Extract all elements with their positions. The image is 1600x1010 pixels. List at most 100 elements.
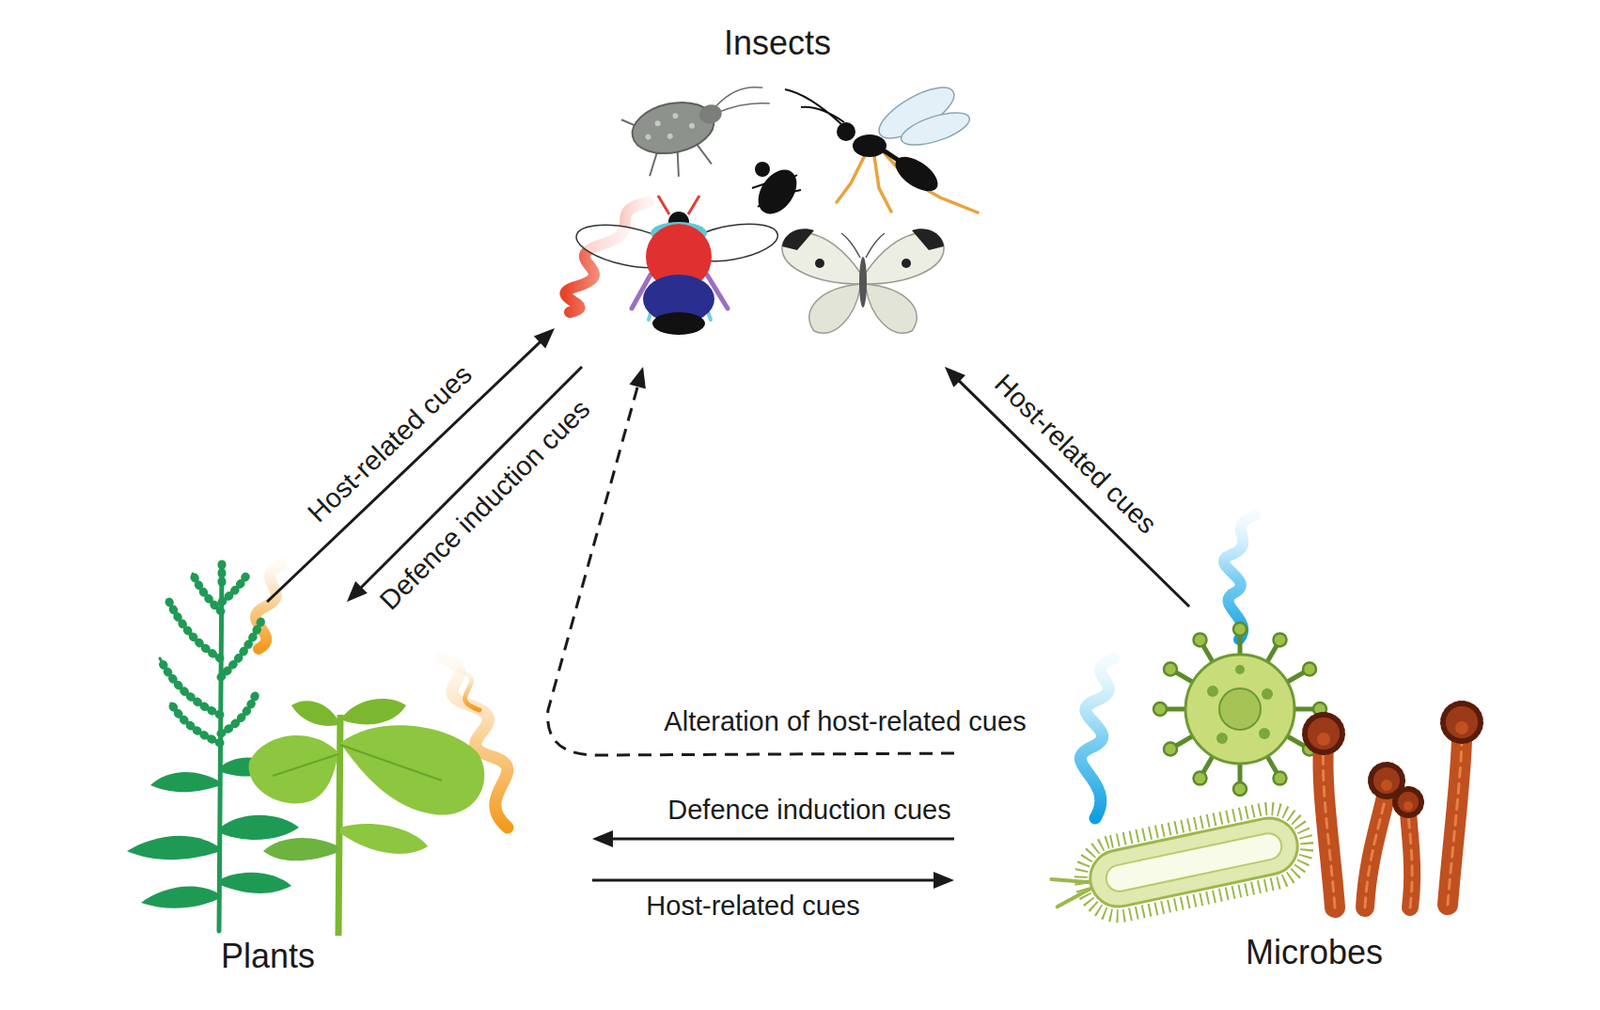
- connector: [346, 366, 582, 602]
- connector: [592, 871, 955, 889]
- scent-plume: [1080, 658, 1114, 818]
- butterfly: [911, 228, 944, 251]
- virus: [1216, 732, 1228, 744]
- beetle: [750, 162, 805, 221]
- weed-leaves: [219, 872, 292, 894]
- weed-plant: [192, 573, 221, 612]
- bacterium: [1084, 812, 1303, 911]
- arrow-head: [346, 580, 368, 602]
- virus: [1193, 771, 1208, 785]
- scent-plume: [255, 564, 283, 649]
- butterfly: [782, 228, 815, 251]
- weed-leaves: [126, 835, 219, 860]
- arrow-head: [944, 366, 966, 388]
- bumblebee: [652, 312, 706, 335]
- weed-plant: [219, 564, 222, 931]
- weed-plant: [171, 703, 220, 743]
- virus: [1207, 664, 1273, 744]
- bumblebee: [572, 195, 781, 335]
- edge-label: Alteration of host-related cues: [663, 705, 1026, 738]
- butterfly: [865, 283, 917, 333]
- weed-plant: [169, 601, 220, 659]
- aphid: [644, 133, 652, 141]
- arrow-head: [533, 328, 555, 349]
- broadleaf-plant: [249, 698, 486, 936]
- fungi: [1304, 714, 1343, 753]
- virus: [1273, 771, 1287, 785]
- aphid: [697, 102, 724, 126]
- weed-plant: [220, 620, 262, 677]
- connector-line: [548, 382, 955, 755]
- wasp: [897, 106, 973, 152]
- virus: [1185, 654, 1295, 764]
- connector: [944, 366, 1190, 607]
- fungi: [1443, 703, 1481, 741]
- connector: [592, 830, 955, 848]
- butterfly: [815, 258, 825, 268]
- fungi: [1364, 791, 1387, 908]
- broadleaf-plant: [263, 837, 339, 861]
- broadleaf-plant: [340, 823, 428, 854]
- beetle: [754, 161, 770, 177]
- bacterium: [1103, 831, 1285, 895]
- fungi: [1317, 721, 1469, 811]
- edge-label: Host-related cues: [301, 359, 479, 530]
- group-title: Insects: [723, 23, 832, 63]
- scent-plume: [458, 669, 480, 710]
- microbes-group: Microbes: [954, 606, 1528, 978]
- fungi: [1304, 703, 1481, 816]
- aphid: [666, 132, 674, 140]
- aphid: [627, 94, 720, 160]
- fungi: [1322, 744, 1335, 908]
- fungi: [1380, 779, 1393, 791]
- weed-plant: [220, 620, 262, 677]
- weed-plant: [169, 601, 220, 659]
- wasp: [883, 150, 901, 162]
- broadleaf-plant: [272, 744, 442, 781]
- virus: [1219, 688, 1261, 730]
- connector-line: [359, 366, 582, 590]
- connector-line: [956, 378, 1190, 607]
- fungi: [1408, 812, 1412, 908]
- arrow-head: [592, 830, 613, 848]
- virus: [1207, 685, 1219, 697]
- virus: [1153, 622, 1327, 796]
- weed-leaves: [141, 886, 219, 909]
- virus: [1153, 622, 1327, 796]
- weed-plant: [159, 658, 220, 715]
- virus: [1160, 628, 1320, 789]
- scent-plume: [1223, 515, 1255, 640]
- fungi: [1455, 721, 1469, 735]
- dashed-connector: [548, 366, 955, 755]
- fungi: [1447, 735, 1462, 905]
- wasp: [784, 89, 845, 125]
- weed-plant: [218, 564, 227, 588]
- weed-leaves: [150, 771, 219, 792]
- weed-plant: [159, 658, 220, 715]
- virus: [1163, 742, 1177, 756]
- group-title: Microbes: [1245, 932, 1383, 972]
- fungi: [1317, 732, 1331, 746]
- arrow-head: [629, 366, 646, 390]
- virus: [1261, 688, 1273, 700]
- insects-group: Insects: [554, 18, 950, 367]
- weed-plant: [220, 693, 256, 734]
- butterfly: [859, 256, 867, 308]
- connector-line: [592, 878, 938, 882]
- weed-plant: [192, 573, 221, 612]
- wasp: [852, 134, 887, 157]
- aphid: [620, 83, 782, 187]
- weed-plant: [220, 693, 256, 734]
- virus: [1153, 702, 1167, 716]
- broadleaf-plant: [338, 714, 341, 936]
- broadleaf-plant: [291, 700, 341, 726]
- virus: [1273, 632, 1287, 646]
- butterfly: [841, 233, 885, 258]
- butterfly: [809, 283, 861, 333]
- virus: [1163, 662, 1177, 676]
- aphid: [654, 120, 661, 127]
- virus: [1302, 662, 1317, 676]
- arrow-head: [933, 871, 955, 889]
